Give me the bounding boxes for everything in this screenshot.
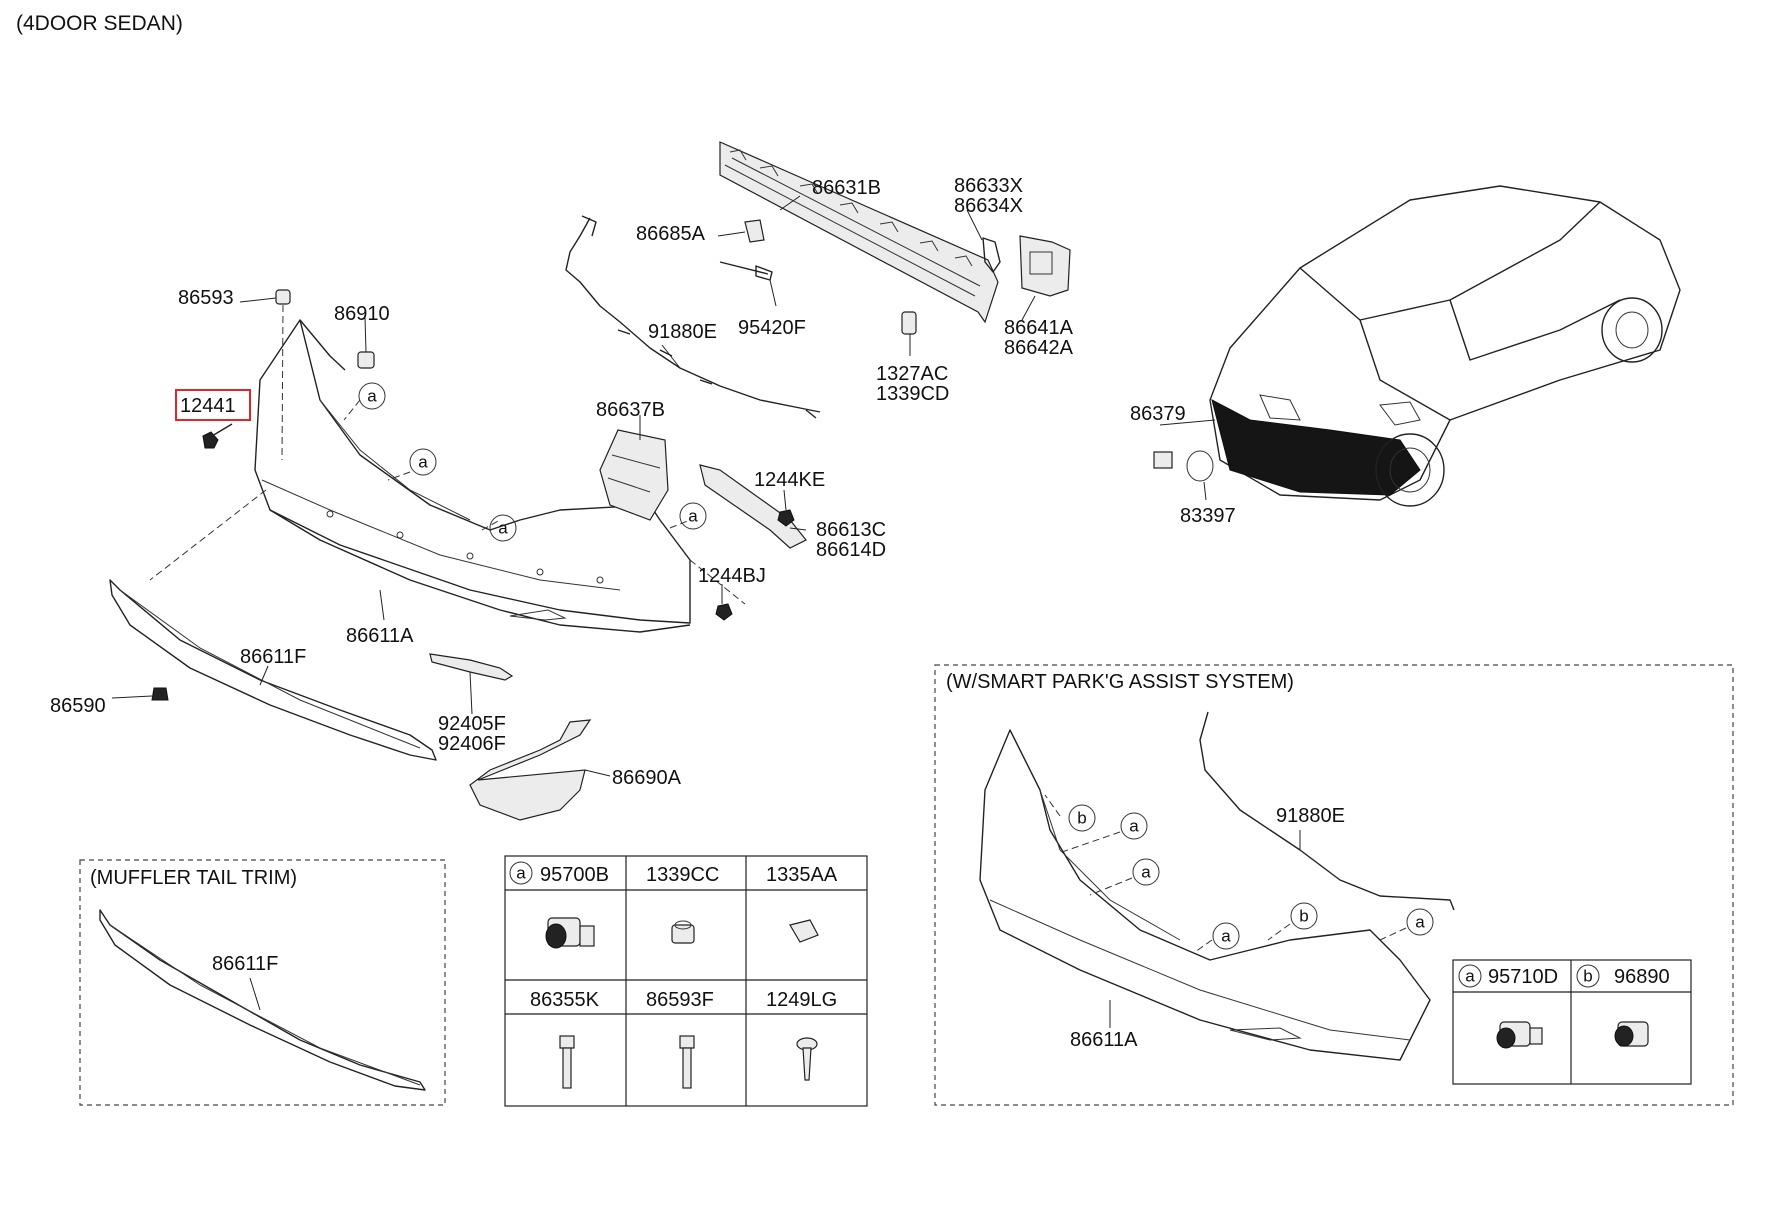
label-86637b: 86637B bbox=[596, 399, 665, 421]
bolt-12441 bbox=[202, 423, 233, 449]
bolt-86355k-icon bbox=[559, 1035, 575, 1089]
bolt-1244bj bbox=[715, 603, 733, 621]
svg-text:b: b bbox=[1299, 907, 1308, 926]
label-83397: 83397 bbox=[1180, 505, 1236, 527]
clip-86685a bbox=[744, 219, 765, 243]
highlight-box-12441 bbox=[175, 389, 251, 421]
hw-label-1249lg: 1249LG bbox=[766, 989, 837, 1011]
label-86379: 86379 bbox=[1130, 403, 1186, 425]
label-92405f: 92405F bbox=[438, 713, 506, 735]
leader-lines bbox=[111, 195, 1036, 777]
wiring-91880e bbox=[565, 217, 821, 413]
fastener-86590 bbox=[151, 687, 169, 701]
label-86590: 86590 bbox=[50, 695, 106, 717]
svg-text:a: a bbox=[418, 453, 428, 472]
label-1327ac: 1327AC bbox=[876, 363, 948, 385]
label-95420f: 95420F bbox=[738, 317, 806, 339]
label-86690a: 86690A bbox=[612, 767, 682, 789]
label-92406f: 92406F bbox=[438, 733, 506, 755]
sensor-96890-icon bbox=[1614, 1021, 1649, 1047]
svg-text:a: a bbox=[688, 507, 698, 526]
smart-callout-a-3: a bbox=[1212, 922, 1240, 950]
clip-1335aa-icon bbox=[789, 919, 819, 943]
svg-text:b: b bbox=[1583, 967, 1592, 986]
svg-text:a: a bbox=[498, 519, 508, 538]
hw-label-86593f: 86593F bbox=[646, 989, 714, 1011]
muffler-box-part: 86611F bbox=[212, 953, 278, 975]
label-86634x: 86634X bbox=[954, 195, 1023, 217]
bracket-95420f bbox=[719, 261, 773, 281]
bracket-86641a bbox=[1019, 235, 1071, 297]
smart-callout-b-1: b bbox=[1068, 804, 1096, 832]
label-86614d: 86614D bbox=[816, 539, 886, 561]
under-cover-86690a bbox=[469, 719, 592, 821]
svg-text:a: a bbox=[1465, 967, 1475, 986]
callout-a-1: a bbox=[358, 382, 386, 410]
label-86631b: 86631B bbox=[812, 177, 881, 199]
svg-text:a: a bbox=[367, 387, 377, 406]
cap-83397 bbox=[1186, 450, 1214, 482]
svg-text:a: a bbox=[1221, 927, 1231, 946]
muffler-box-title: (MUFFLER TAIL TRIM) bbox=[90, 867, 297, 889]
callout-a-4: a bbox=[679, 502, 707, 530]
car-illustration bbox=[1153, 185, 1681, 507]
nut-1327ac bbox=[901, 311, 917, 335]
label-91880e: 91880E bbox=[648, 321, 717, 343]
hw-label-95700b: 95700B bbox=[540, 864, 609, 886]
svg-text:a: a bbox=[516, 864, 526, 883]
callout-a-3: a bbox=[489, 514, 517, 542]
label-86910: 86910 bbox=[334, 303, 390, 325]
label-12441: 12441 bbox=[180, 395, 236, 417]
label-86642a: 86642A bbox=[1004, 337, 1074, 359]
smart-callout-a-1: a bbox=[1120, 812, 1148, 840]
lower-skirt-86611f bbox=[109, 579, 437, 761]
nut-86910 bbox=[357, 351, 375, 369]
bracket-86633x bbox=[982, 237, 1001, 273]
label-86633x: 86633X bbox=[954, 175, 1023, 197]
smart-callout-a-2: a bbox=[1132, 858, 1160, 886]
label-86611f: 86611F bbox=[240, 646, 306, 668]
smart-box-title: (W/SMART PARK'G ASSIST SYSTEM) bbox=[946, 671, 1294, 693]
plug-86379 bbox=[1153, 451, 1173, 469]
bolt-1244ke bbox=[777, 509, 795, 527]
bolt-86593f-icon bbox=[679, 1035, 695, 1089]
svg-text:b: b bbox=[1077, 809, 1086, 828]
label-86613c: 86613C bbox=[816, 519, 886, 541]
reflector-92405f bbox=[429, 653, 514, 681]
svg-text:a: a bbox=[1415, 913, 1425, 932]
main-labels: 86631B 86633X 86634X 86685A 86593 86910 … bbox=[50, 175, 1236, 789]
smart-callout-a-4: a bbox=[1406, 908, 1434, 936]
side-bracket-86613c bbox=[699, 464, 807, 549]
smart-label-86611a: 86611A bbox=[1070, 1029, 1138, 1051]
sensor-95710d-icon bbox=[1496, 1021, 1543, 1049]
smart-callout-b-2: b bbox=[1290, 902, 1318, 930]
label-86641a: 86641A bbox=[1004, 317, 1074, 339]
label-86685a: 86685A bbox=[636, 223, 706, 245]
smart-label-91880e: 91880E bbox=[1276, 805, 1345, 827]
hw-label-86355k: 86355K bbox=[530, 989, 600, 1011]
hw-label-1335aa: 1335AA bbox=[766, 864, 838, 886]
svg-text:a: a bbox=[1129, 817, 1139, 836]
label-86611a: 86611A bbox=[346, 625, 414, 647]
label-1244ke: 1244KE bbox=[754, 469, 825, 491]
bumper-beam-86631b bbox=[719, 141, 999, 324]
side-bracket-86637b bbox=[599, 429, 669, 521]
fastener-86593 bbox=[275, 289, 291, 305]
callout-a-2: a bbox=[409, 448, 437, 476]
label-1244bj: 1244BJ bbox=[698, 565, 766, 587]
label-86593: 86593 bbox=[178, 287, 234, 309]
nut-1339cc-icon bbox=[671, 920, 695, 944]
hw-label-1339cc: 1339CC bbox=[646, 864, 719, 886]
page-title: (4DOOR SEDAN) bbox=[16, 12, 183, 35]
sensor-label-95710d: 95710D bbox=[1488, 966, 1558, 988]
svg-text:a: a bbox=[1141, 863, 1151, 882]
sensor-label-96890: 96890 bbox=[1614, 966, 1670, 988]
label-1339cd: 1339CD bbox=[876, 383, 949, 405]
muffler-tail-trim-box: (MUFFLER TAIL TRIM) 86611F bbox=[79, 859, 446, 1106]
sensor-95700b-icon bbox=[545, 917, 595, 949]
screw-1249lg-icon bbox=[796, 1037, 818, 1081]
smart-parking-box: (W/SMART PARK'G ASSIST SYSTEM) b a a a b… bbox=[934, 664, 1734, 1106]
hardware-table: a 95700B 1339CC 1335AA 86355K 86593F 124… bbox=[504, 855, 868, 1107]
